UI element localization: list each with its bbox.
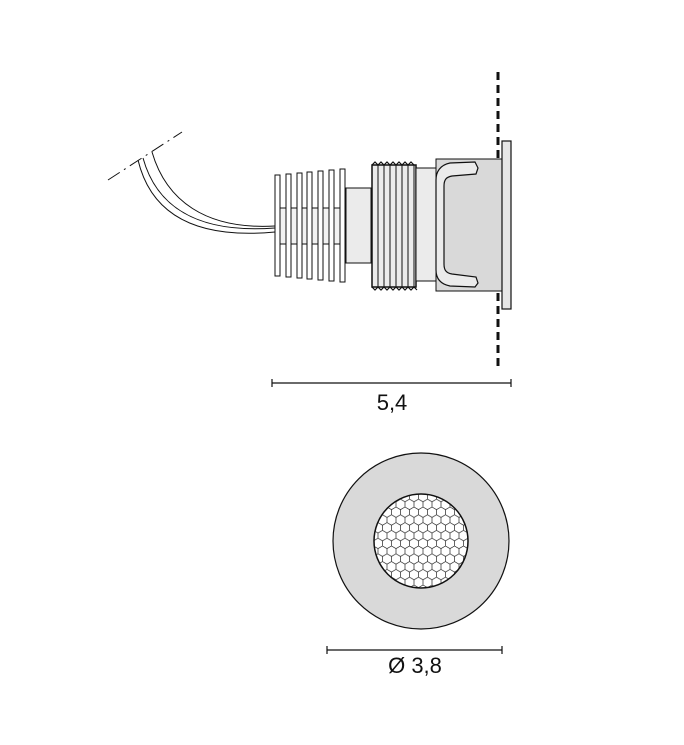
cable (137, 151, 276, 234)
collar (415, 167, 437, 282)
heatsink (274, 168, 347, 283)
thread (371, 161, 418, 291)
length-label: 5,4 (377, 390, 408, 415)
side-view (107, 72, 512, 367)
honeycomb-lens (373, 493, 469, 589)
neck (345, 187, 372, 264)
spring-clip (435, 161, 479, 288)
diameter-label: Ø 3,8 (388, 653, 442, 678)
cable-cut-line (107, 131, 183, 181)
diameter-dimension: Ø 3,8 (326, 646, 503, 678)
body (435, 158, 503, 292)
flange (501, 140, 512, 310)
length-dimension: 5,4 (271, 379, 512, 415)
front-view (332, 452, 510, 630)
